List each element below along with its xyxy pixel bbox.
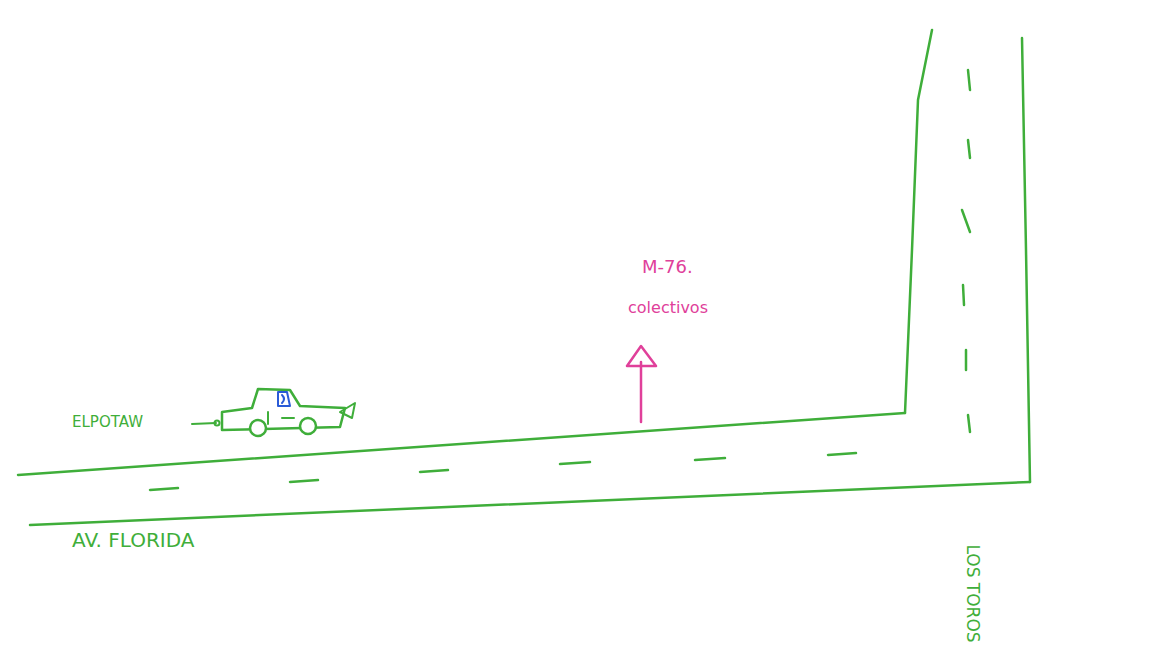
direction-arrow [627, 346, 656, 422]
lane-dashes [150, 70, 970, 490]
roads [18, 30, 1030, 525]
pointer-arrow [192, 421, 220, 426]
road-edge [30, 482, 1030, 525]
road-edge [18, 413, 905, 475]
place-label: ELPOTAW [72, 415, 143, 430]
road-edge [1022, 38, 1030, 482]
route-number: M-76. [642, 258, 693, 276]
transit-label: colectivos [628, 300, 708, 316]
street-name: LOS TOROS [963, 545, 980, 643]
car-drawing [222, 389, 355, 436]
street-name: AV. FLORIDA [72, 530, 194, 550]
road-edge [905, 30, 932, 413]
